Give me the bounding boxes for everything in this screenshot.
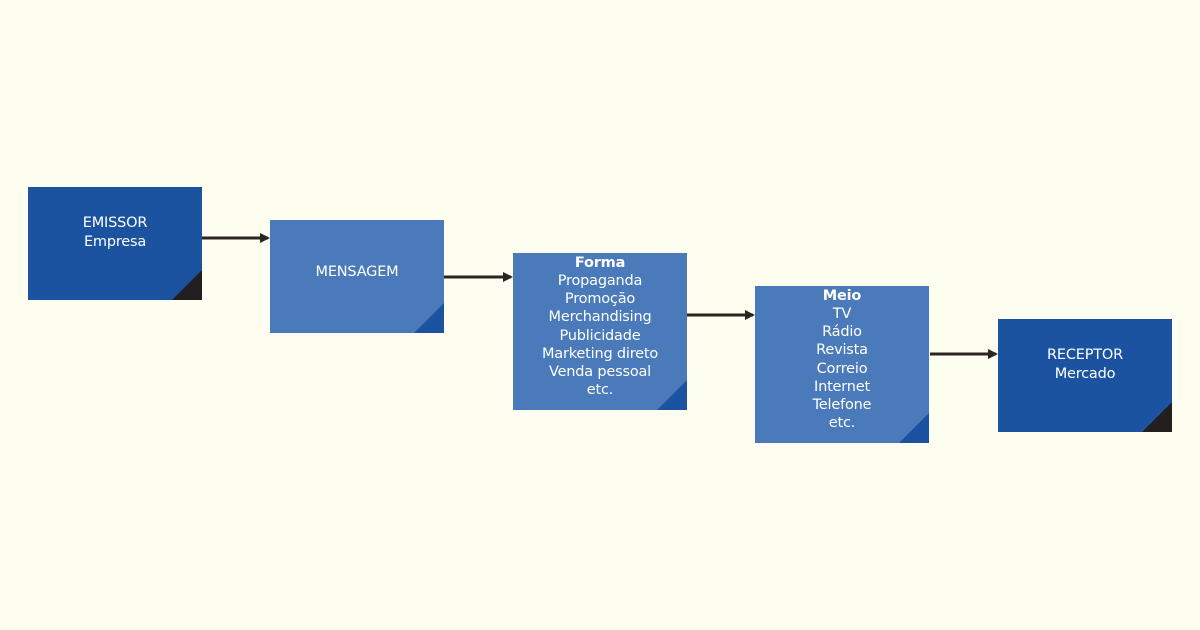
forma-title: Forma bbox=[574, 254, 626, 271]
forma-item: Propaganda bbox=[557, 272, 643, 289]
meio-box: Meio TV Rádio Revista Correio Internet T… bbox=[755, 286, 929, 443]
forma-item: etc. bbox=[586, 382, 614, 399]
meio-item: etc. bbox=[828, 415, 856, 432]
meio-item: Revista bbox=[816, 342, 868, 359]
page-fold-icon bbox=[899, 413, 929, 443]
forma-item: Marketing direto bbox=[541, 345, 659, 362]
page-fold-icon bbox=[414, 303, 444, 333]
forma-item: Venda pessoal bbox=[548, 363, 652, 380]
forma-box: Forma Propaganda Promoção Merchandising … bbox=[513, 253, 687, 410]
meio-item: Correio bbox=[816, 360, 868, 377]
receptor-box: RECEPTOR Mercado bbox=[998, 319, 1172, 432]
meio-item: TV bbox=[832, 305, 852, 322]
forma-item: Promoção bbox=[564, 291, 636, 308]
receptor-subtitle: Mercado bbox=[1054, 365, 1116, 382]
receptor-title: RECEPTOR bbox=[1046, 347, 1123, 364]
emissor-title: EMISSOR bbox=[82, 215, 148, 232]
mensagem-title: MENSAGEM bbox=[315, 264, 399, 281]
page-fold-icon bbox=[1142, 402, 1172, 432]
meio-item: Internet bbox=[814, 378, 870, 395]
forma-item: Publicidade bbox=[559, 327, 641, 344]
meio-item: Rádio bbox=[822, 324, 862, 341]
page-fold-icon bbox=[172, 270, 202, 300]
emissor-box: EMISSOR Empresa bbox=[28, 187, 202, 300]
page-fold-icon bbox=[657, 380, 687, 410]
meio-item: Telefone bbox=[812, 396, 872, 413]
mensagem-box: MENSAGEM bbox=[270, 220, 444, 333]
meio-title: Meio bbox=[822, 287, 862, 304]
emissor-subtitle: Empresa bbox=[83, 233, 147, 250]
forma-item: Merchandising bbox=[548, 309, 652, 326]
